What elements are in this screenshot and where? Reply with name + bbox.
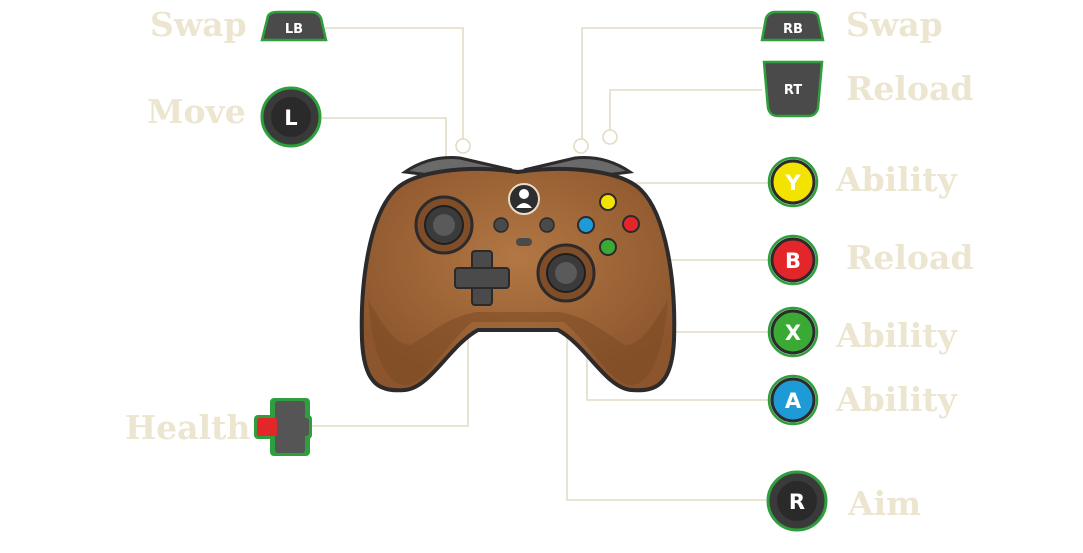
menu-button: [539, 217, 555, 233]
rb-badge-icon: RB: [760, 10, 825, 42]
lb-badge-text: LB: [285, 22, 303, 37]
rb-label: Swap: [846, 5, 943, 44]
lb-label: Swap: [150, 5, 247, 44]
y-badge-icon: Y: [767, 156, 819, 208]
y-label: Ability: [836, 160, 957, 199]
controller-grip-shadow: [368, 300, 668, 385]
b-badge-text: B: [785, 249, 801, 273]
leader-line-rb: [581, 27, 762, 146]
dpad-left-label: Health: [125, 408, 251, 447]
b-label: Reload: [846, 238, 974, 277]
leader-dot-lb: [455, 138, 471, 154]
d-pad: [454, 250, 510, 306]
left-stick-badge-text: L: [284, 106, 297, 130]
rt-label: Reload: [846, 69, 974, 108]
y-badge-text: Y: [784, 171, 801, 195]
lb-badge-icon: LB: [260, 10, 328, 42]
right-stick-label: Aim: [848, 484, 922, 523]
x-badge-text: X: [785, 321, 801, 345]
b-badge-icon: B: [767, 234, 819, 286]
face-button-a: [599, 238, 617, 256]
rt-badge-icon: RT: [762, 60, 824, 118]
x-label: Ability: [836, 316, 957, 355]
face-button-b: [622, 215, 640, 233]
a-badge-text: A: [785, 389, 802, 413]
right-stick-badge-text: R: [789, 490, 805, 514]
dpad-left-badge-icon: [254, 398, 312, 456]
left-stick-badge-icon: L: [260, 86, 322, 148]
a-badge-icon: A: [767, 374, 819, 426]
share-button: [516, 238, 532, 246]
rt-badge-text: RT: [784, 83, 802, 98]
a-label: Ability: [836, 380, 957, 419]
controller: [359, 156, 677, 393]
view-button: [493, 217, 509, 233]
x-badge-icon: X: [767, 306, 819, 358]
face-button-x: [577, 216, 595, 234]
left-stick-label: Move: [147, 92, 246, 131]
leader-line-rt: [609, 89, 762, 132]
leader-line-right-stick: [566, 274, 766, 501]
leader-dot-rt: [602, 129, 618, 145]
leader-dot-rb: [573, 138, 589, 154]
right-stick-badge-icon: R: [766, 470, 828, 532]
leader-line-lb: [325, 27, 464, 145]
rb-badge-text: RB: [783, 22, 803, 37]
face-button-y: [599, 193, 617, 211]
